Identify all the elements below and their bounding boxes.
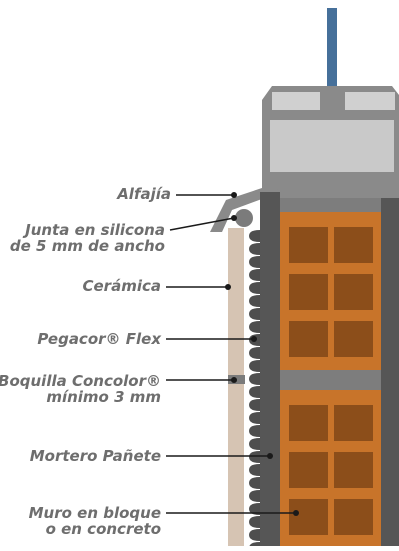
- brick-cells: [289, 227, 373, 535]
- top-cap-body-light: [270, 120, 394, 172]
- adhesive-tooth: [249, 360, 260, 372]
- adhesive-teeth: [249, 230, 260, 551]
- top-band: [280, 198, 381, 212]
- ceramic-tile-layer: [228, 228, 244, 546]
- adhesive-tooth: [249, 295, 260, 307]
- adhesive-tooth: [249, 503, 260, 515]
- top-pole: [327, 8, 337, 114]
- adhesive-tooth: [249, 373, 260, 385]
- adhesive-tooth: [249, 282, 260, 294]
- brick-cell: [289, 274, 328, 310]
- brick-cell: [334, 499, 373, 535]
- label-boquilla-line2: mínimo 3 mm: [46, 388, 161, 406]
- top-cap-right-light: [345, 92, 395, 110]
- brick-cell: [289, 499, 328, 535]
- brick-cell: [289, 227, 328, 263]
- leader-dots: [225, 192, 299, 516]
- dot-mortero: [267, 453, 273, 459]
- brick-cell: [334, 227, 373, 263]
- brick-cell: [334, 452, 373, 488]
- label-junta-line2: de 5 mm de ancho: [9, 237, 165, 255]
- adhesive-tooth: [249, 243, 260, 255]
- label-muro-line2: o en concreto: [45, 520, 161, 538]
- label-pegacor: Pegacor® Flex: [37, 330, 161, 348]
- adhesive-tooth: [249, 477, 260, 489]
- label-boquilla-line1: Boquilla Concolor®: [0, 372, 161, 390]
- label-junta-silicona: Junta en silicona de 5 mm de ancho: [10, 222, 165, 254]
- silicone-joint: [235, 209, 253, 227]
- adhesive-tooth: [249, 308, 260, 320]
- label-muro: Muro en bloque o en concreto: [29, 505, 161, 537]
- brick-cell: [289, 452, 328, 488]
- dot-pegacor: [251, 336, 257, 342]
- top-cap-left-light: [272, 92, 320, 110]
- brick-cell: [334, 321, 373, 357]
- dot-ceramica: [225, 284, 231, 290]
- adhesive-tooth: [249, 425, 260, 437]
- label-junta-line1: Junta en silicona: [25, 221, 165, 239]
- dot-junta: [231, 215, 237, 221]
- label-ceramica: Cerámica: [82, 277, 162, 295]
- label-boquilla: Boquilla Concolor® mínimo 3 mm: [0, 373, 161, 405]
- adhesive-tooth: [249, 321, 260, 333]
- adhesive-tooth: [249, 490, 260, 502]
- adhesive-tooth: [249, 464, 260, 476]
- adhesive-tooth: [249, 256, 260, 268]
- adhesive-tooth: [249, 516, 260, 528]
- adhesive-tooth: [249, 438, 260, 450]
- mortar-plaster-layer: [260, 192, 280, 546]
- adhesive-tooth: [249, 529, 260, 541]
- dot-boquilla: [231, 377, 237, 383]
- adhesive-tooth: [249, 412, 260, 424]
- mid-joint-band: [280, 370, 381, 390]
- leader-lines: [166, 194, 296, 514]
- brick-cell: [334, 274, 373, 310]
- leader-junta: [169, 217, 235, 231]
- adhesive-tooth: [249, 269, 260, 281]
- dot-alfajia: [231, 192, 237, 198]
- adhesive-tooth: [249, 451, 260, 463]
- label-muro-line1: Muro en bloque: [28, 504, 161, 522]
- right-dark-edge: [381, 198, 399, 546]
- label-mortero: Mortero Pañete: [29, 447, 161, 465]
- dot-muro: [293, 510, 299, 516]
- label-alfajia: Alfajía: [117, 185, 171, 203]
- adhesive-tooth: [249, 386, 260, 398]
- adhesive-tooth: [249, 230, 260, 242]
- adhesive-tooth: [249, 399, 260, 411]
- brick-cell: [289, 405, 328, 441]
- brick-cell: [334, 405, 373, 441]
- brick-cell: [289, 321, 328, 357]
- adhesive-tooth: [249, 347, 260, 359]
